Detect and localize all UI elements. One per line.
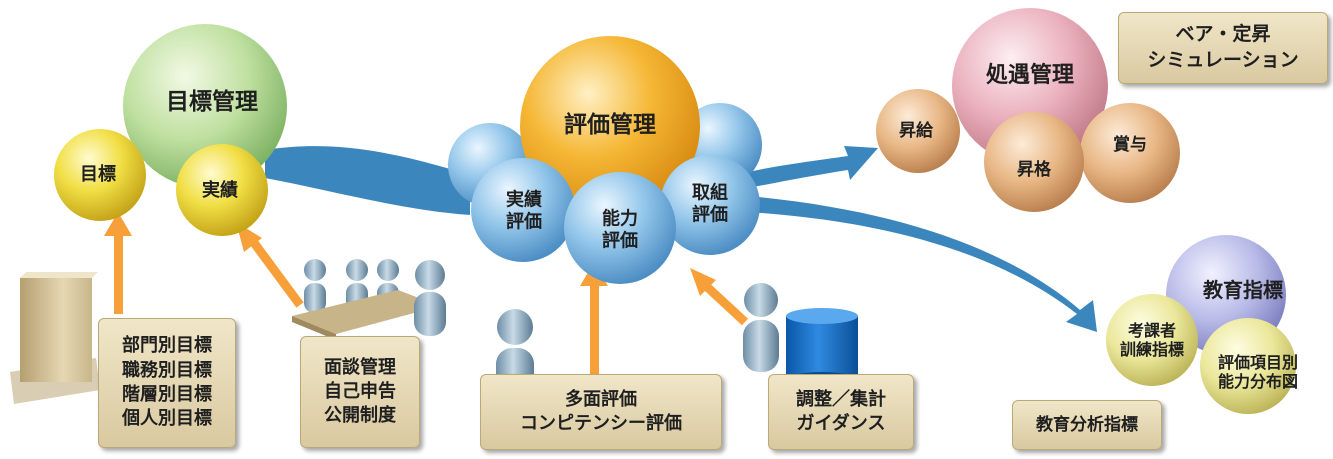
person-figure xyxy=(414,260,446,336)
label-line: 評価 xyxy=(602,230,638,251)
label-education-indicator: 教育指標 xyxy=(1203,278,1283,302)
person-figure xyxy=(304,259,326,313)
label-line: 評価 xyxy=(506,211,542,232)
label-ability-evaluation: 能力 評価 xyxy=(602,208,638,251)
box-interview-management: 面談管理 自己申告 公開制度 xyxy=(300,336,420,448)
label-result-evaluation: 実績 評価 xyxy=(506,189,542,232)
flow-band-target-to-evaluation xyxy=(265,146,470,215)
bubble-goal-management xyxy=(123,24,287,188)
box-base-up-simulation: ベア・定昇 シミュレーション xyxy=(1118,12,1328,84)
label-bonus: 賞与 xyxy=(1113,134,1147,155)
label-salary-raise: 昇給 xyxy=(899,120,933,141)
label-line: 実績 xyxy=(506,189,542,211)
label-promotion: 昇格 xyxy=(1017,159,1051,180)
person-figure xyxy=(743,283,779,372)
person-with-database-illustration xyxy=(743,283,858,388)
box-multi-rater-evaluation: 多面評価 コンピテンシー評価 xyxy=(480,374,722,450)
orange-arrow-interview-to-result xyxy=(236,222,304,308)
box-adjustment-guidance: 調整／集計 ガイダンス xyxy=(768,374,914,450)
bubble-ability-evaluation xyxy=(564,172,676,284)
bubble-evaluation-management xyxy=(520,36,700,216)
label-effort-evaluation: 取組 評価 xyxy=(692,182,728,225)
flow-band-evaluation-to-treatment xyxy=(748,146,878,188)
orange-arrow-adjust-to-effort xyxy=(690,268,749,326)
label-line: 能力 xyxy=(602,208,638,230)
bubble-ability-distribution xyxy=(1200,318,1296,414)
label-evaluation-management: 評価管理 xyxy=(564,112,656,139)
label-line: 能力分布図 xyxy=(1217,372,1299,391)
bubble-result-evaluation xyxy=(471,158,575,262)
bubble-promotion xyxy=(984,112,1084,212)
bubble-treatment-management xyxy=(952,8,1108,164)
meeting-table-illustration xyxy=(292,259,446,340)
bubble-evaluator-training xyxy=(1106,294,1198,386)
bubble-goal xyxy=(54,129,146,221)
label-line: 評価 xyxy=(692,204,728,225)
label-line: 訓練指標 xyxy=(1119,340,1185,359)
label-treatment-management: 処遇管理 xyxy=(985,62,1075,88)
bubble-effort-evaluation xyxy=(660,155,760,255)
label-evaluator-training: 考課者 訓練指標 xyxy=(1120,321,1184,359)
label-goal: 目標 xyxy=(80,164,116,186)
paper-sheet-illustration xyxy=(10,272,100,404)
bubble-bonus xyxy=(1080,103,1180,203)
bubble-salary-raise xyxy=(876,89,960,173)
label-line: 考課者 xyxy=(1127,320,1177,340)
box-education-analysis: 教育分析指標 xyxy=(1012,400,1162,450)
orange-arrow-goals-to-target xyxy=(104,212,132,314)
box-goal-types: 部門別目標 職務別目標 階層別目標 個人別目標 xyxy=(98,318,236,448)
label-ability-distribution: 評価項目別 能力分布図 xyxy=(1218,353,1298,391)
bubble-result xyxy=(176,144,268,236)
label-line: 取組 xyxy=(692,182,728,204)
flow-band-evaluation-to-education xyxy=(748,196,1097,332)
label-result: 実績 xyxy=(202,180,238,202)
label-line: 評価項目別 xyxy=(1217,352,1299,372)
label-goal-management: 目標管理 xyxy=(166,89,258,116)
